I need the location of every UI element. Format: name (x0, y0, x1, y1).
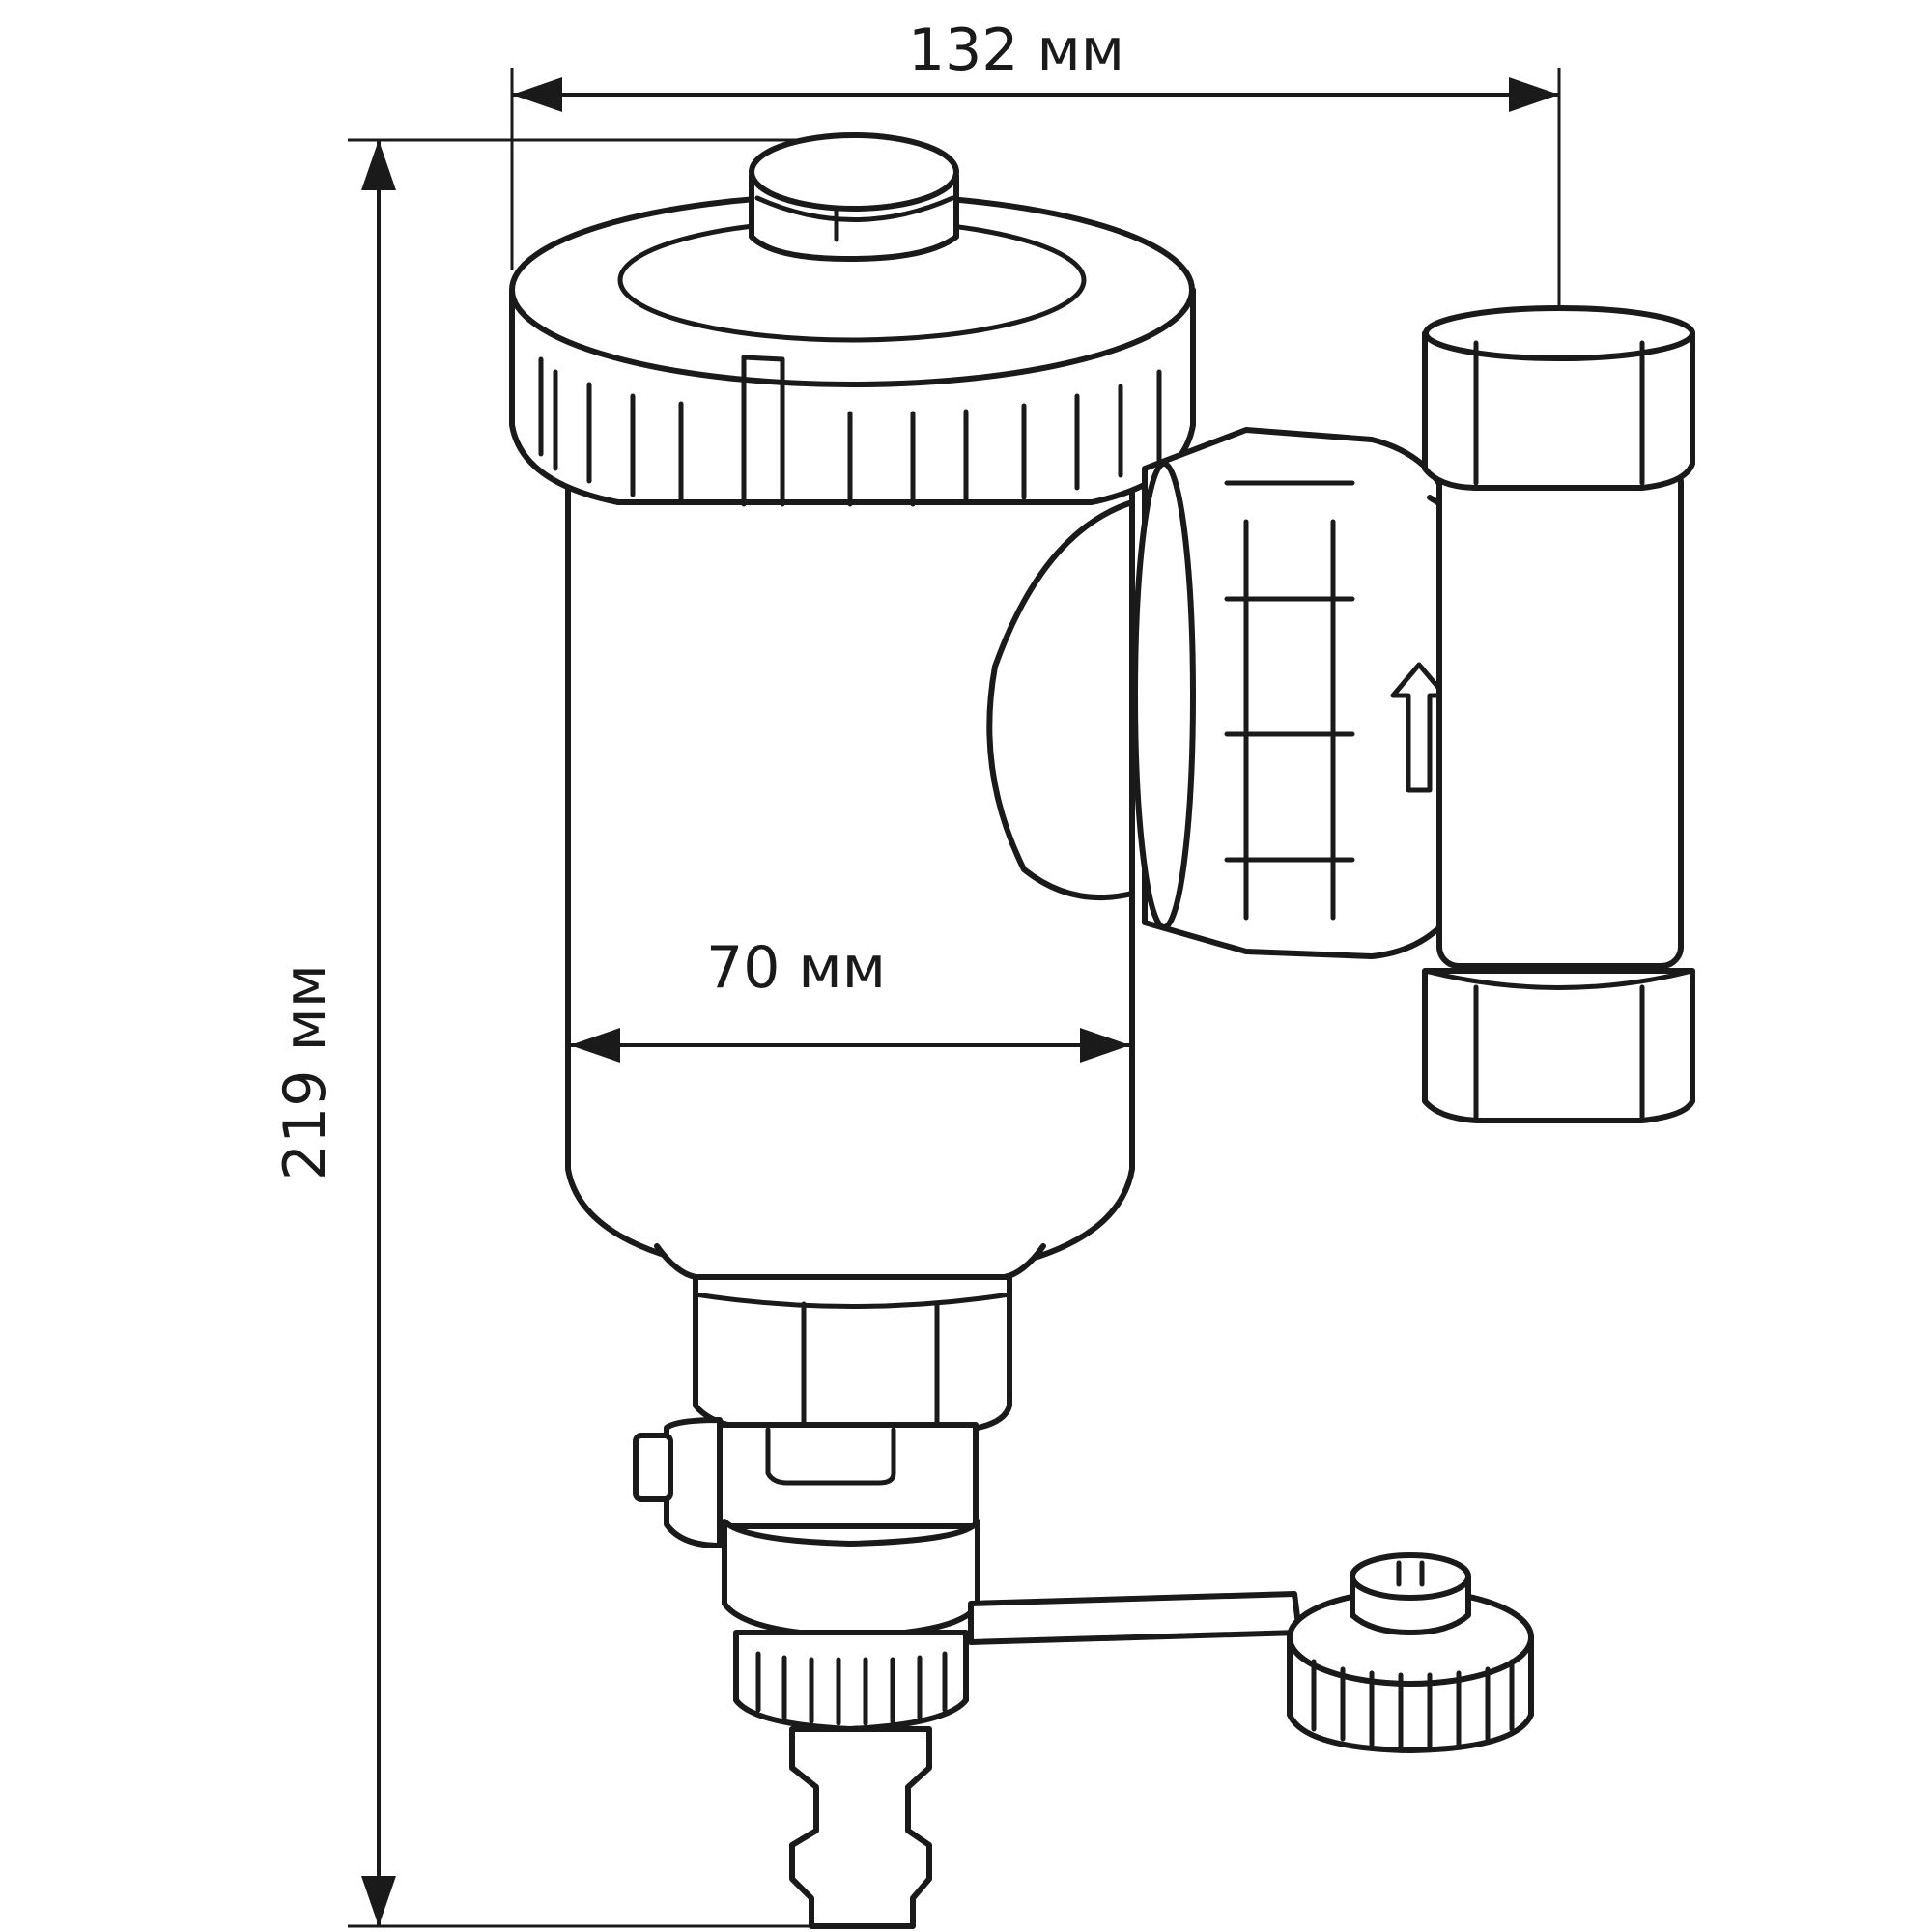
cap-ribs (553, 355, 1162, 507)
dimension-body-width: 70 мм (570, 934, 1130, 1063)
union-nut-face (1132, 461, 1196, 930)
top-hex-fitting (1422, 330, 1695, 491)
valve-body (717, 1422, 979, 1529)
pipe-body (1436, 461, 1684, 969)
elbow (986, 499, 1135, 901)
cap-knob-slot (1396, 1560, 1425, 1587)
tethered-cap (968, 1552, 1534, 1753)
arrowhead-left (512, 77, 562, 112)
bottom-hex-fitting (1422, 968, 1695, 1123)
connector-ring (733, 1630, 969, 1732)
cap-knob-top (1350, 1552, 1471, 1601)
cap-ribs (1311, 1659, 1515, 1749)
hose-barb (789, 1726, 932, 1929)
arrowhead-bottom (361, 1876, 396, 1926)
top-hex-edges (1473, 340, 1645, 486)
valve-side-boss (664, 1417, 723, 1548)
right-pipe (1422, 305, 1695, 1123)
arrowhead-right (1080, 1028, 1130, 1063)
cap-rib-tabs (538, 355, 785, 457)
top-cap (509, 192, 1196, 507)
dimension-total-height: 219 мм (271, 138, 850, 1928)
drain-hex-nut (693, 1274, 1012, 1433)
air-vent-knob (749, 132, 959, 262)
total-width-label: 132 мм (908, 16, 1124, 84)
tether-strap (968, 1591, 1302, 1645)
body-bottom-transition (654, 1243, 1046, 1280)
drain-valve (633, 1417, 980, 1639)
valve-side-screw (633, 1433, 673, 1502)
top-fitting-opening (1423, 305, 1695, 361)
dimension-total-width: 132 мм (510, 16, 1561, 333)
filter-body (565, 470, 1135, 1280)
union-nut-ribs (1224, 480, 1355, 921)
arrowhead-right (1509, 77, 1559, 112)
total-height-label: 219 мм (271, 964, 339, 1180)
drain-hose-connector (733, 1630, 969, 1929)
hex-nut-edges (693, 1292, 1012, 1433)
knob-top (749, 132, 959, 212)
arrowhead-top (361, 140, 396, 190)
connector-ring-ribs (755, 1651, 948, 1726)
knob-band (754, 195, 955, 222)
valve-collar (722, 1519, 980, 1639)
arrowhead-left (570, 1028, 620, 1063)
body-width-label: 70 мм (706, 934, 886, 1002)
bottom-hex-edges (1422, 968, 1695, 1122)
valve-body-recess (765, 1427, 896, 1486)
